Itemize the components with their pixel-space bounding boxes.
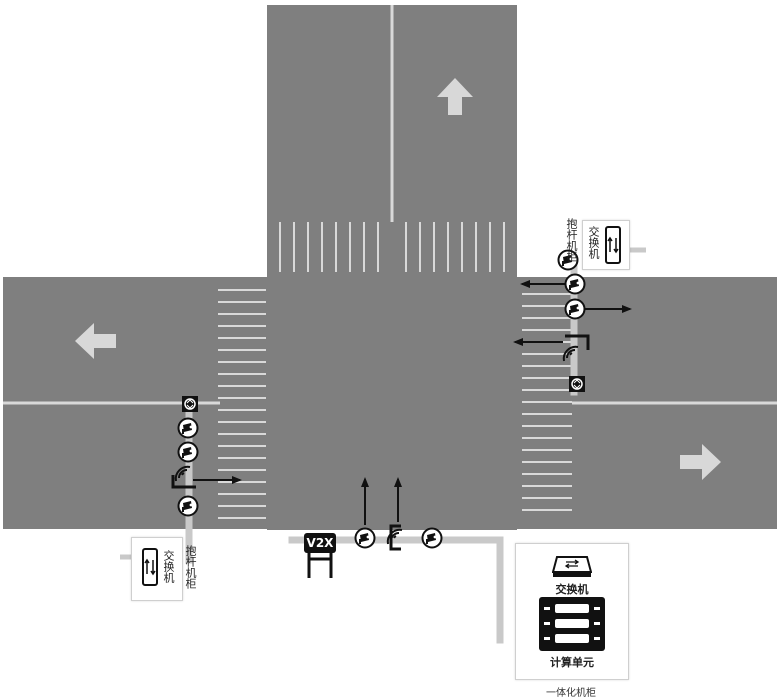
cable-stubs: [120, 247, 646, 560]
east-devices: [513, 249, 632, 393]
switch-label-southwest: 交换机: [162, 550, 175, 583]
switch-icon: [605, 226, 621, 264]
pole-cabinet-label-southwest: 抱杆机柜: [184, 545, 197, 589]
south-devices: [354, 477, 443, 551]
integrated-cabinet-label: 一体化机柜: [546, 688, 596, 699]
switch-icon: [552, 556, 592, 577]
switch-label-northeast: 交换机: [587, 226, 600, 259]
v2x-rsu: [304, 533, 336, 578]
switch-icon: [142, 548, 158, 586]
integrated-cabinet-box: 交换机 计算单元: [515, 543, 629, 680]
right-arrow-icon: [680, 444, 721, 480]
switch-label-cabinet: 交换机: [555, 583, 589, 596]
v2x-label: V2X: [306, 536, 334, 550]
crosswalk-north: [279, 222, 505, 272]
compute-unit-label: 计算单元: [550, 656, 594, 669]
switch-box-southwest: 交换机: [131, 537, 183, 601]
roads: [3, 5, 777, 530]
server-rack-icon: [539, 597, 605, 651]
west-devices: [171, 395, 242, 517]
crosswalk-west: [218, 289, 266, 519]
left-arrow-icon: [75, 323, 116, 359]
road-arrows: [75, 78, 721, 480]
switch-box-northeast: 交换机: [582, 220, 630, 270]
pole-cabinet-label-northeast: 抱杆机柜: [565, 218, 578, 262]
up-arrow-icon: [437, 78, 473, 115]
